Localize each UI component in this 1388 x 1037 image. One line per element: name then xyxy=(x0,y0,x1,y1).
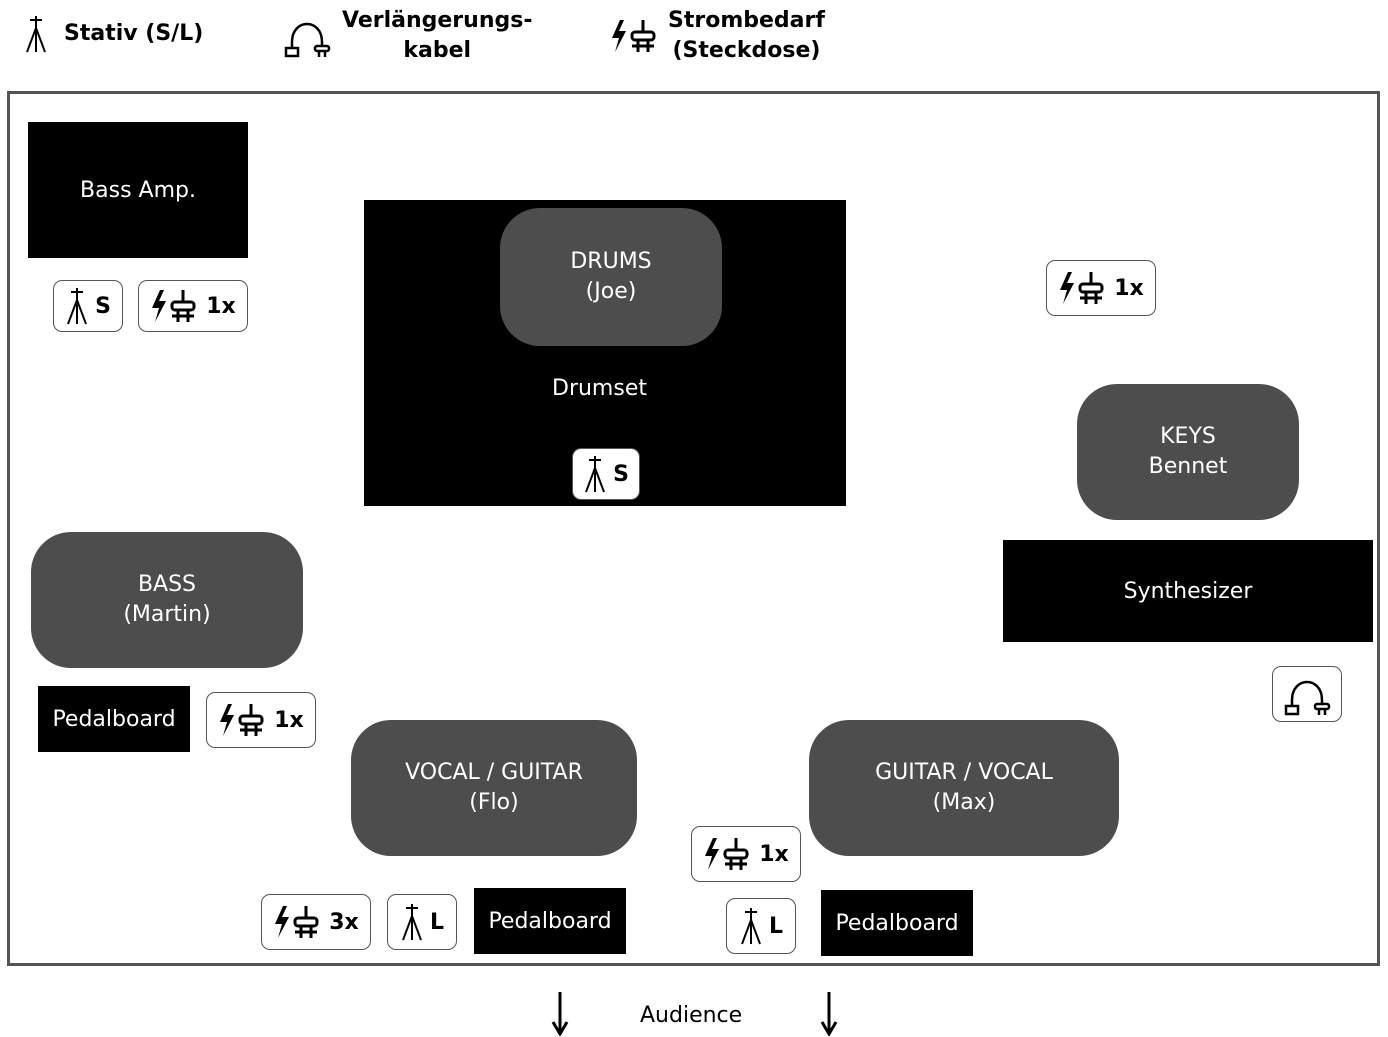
musician-drums: DRUMS (Joe) xyxy=(500,208,722,346)
pedalboard-flo: Pedalboard xyxy=(474,888,626,954)
stand-size-label: L xyxy=(768,913,784,939)
musician-name: Bennet xyxy=(1148,454,1228,479)
pedalboard-label: Pedalboard xyxy=(835,910,959,936)
legend-stand: Stativ (S/L) xyxy=(24,14,203,54)
power-count-label: 1x xyxy=(274,707,304,733)
extension-cable-icon xyxy=(282,14,332,58)
musician-name: (Martin) xyxy=(123,602,211,627)
arrow-down-icon xyxy=(820,992,838,1036)
stand-size-label: S xyxy=(95,293,111,319)
power-count-label: 1x xyxy=(759,841,789,867)
musician-name: (Joe) xyxy=(585,279,637,304)
extension-badge-keys xyxy=(1272,666,1342,722)
audience-label: Audience xyxy=(640,1003,743,1028)
stage-area: Bass Amp. S 1x DRUMS (Joe) Drumset S 1x … xyxy=(7,91,1380,966)
pedalboard-label: Pedalboard xyxy=(52,706,176,732)
legend-power-label: Strombedarf (Steckdose) xyxy=(668,8,825,63)
legend-extension-cable: Verlängerungs- kabel xyxy=(282,6,532,66)
stand-badge-max: L xyxy=(726,898,796,954)
drumset-label: Drumset xyxy=(552,376,647,401)
musician-name: (Flo) xyxy=(469,790,519,815)
musician-bass: BASS (Martin) xyxy=(31,532,303,668)
power-outlet-icon xyxy=(218,702,268,738)
stand-size-label: S xyxy=(613,461,629,487)
legend-stand-label: Stativ (S/L) xyxy=(64,21,204,46)
musician-role: DRUMS xyxy=(570,249,652,274)
extension-cable-icon xyxy=(1282,672,1332,716)
power-count-label: 1x xyxy=(1114,275,1144,301)
power-outlet-icon xyxy=(703,836,753,872)
musician-name: (Max) xyxy=(932,790,996,815)
musician-role: GUITAR / VOCAL xyxy=(875,760,1053,785)
power-badge-flo: 3x xyxy=(261,894,371,950)
stand-icon xyxy=(24,14,48,54)
power-badge-bass: 1x xyxy=(206,692,316,748)
stand-icon xyxy=(739,906,763,946)
musician-keys: KEYS Bennet xyxy=(1077,384,1299,520)
power-badge-bass-amp: 1x xyxy=(138,280,248,332)
stand-icon xyxy=(400,902,424,942)
musician-guitar-vocal: GUITAR / VOCAL (Max) xyxy=(809,720,1119,856)
power-badge-max: 1x xyxy=(691,826,801,882)
musician-role: BASS xyxy=(137,572,197,597)
power-outlet-icon xyxy=(150,288,200,324)
pedalboard-label: Pedalboard xyxy=(488,908,612,934)
stand-badge-bass-amp: S xyxy=(53,280,123,332)
stand-icon xyxy=(65,286,89,326)
pedalboard-max: Pedalboard xyxy=(821,890,973,956)
musician-vocal-guitar: VOCAL / GUITAR (Flo) xyxy=(351,720,637,856)
bass-amp-label: Bass Amp. xyxy=(80,177,196,203)
synthesizer: Synthesizer xyxy=(1003,540,1373,642)
power-count-label: 3x xyxy=(329,909,359,935)
power-outlet-icon xyxy=(1058,270,1108,306)
stand-badge-drums: S xyxy=(572,448,640,500)
power-count-label: 1x xyxy=(206,293,236,319)
stand-icon xyxy=(583,454,607,494)
arrow-down-icon xyxy=(551,992,569,1036)
musician-role: VOCAL / GUITAR xyxy=(405,760,583,785)
stand-size-label: L xyxy=(429,909,445,935)
power-outlet-icon xyxy=(273,904,323,940)
power-outlet-icon xyxy=(610,18,660,54)
power-badge-keys: 1x xyxy=(1046,260,1156,316)
bass-amp: Bass Amp. xyxy=(28,122,248,258)
musician-role: KEYS xyxy=(1160,424,1216,449)
pedalboard-bass: Pedalboard xyxy=(38,686,190,752)
legend-power: Strombedarf (Steckdose) xyxy=(610,6,825,66)
synthesizer-label: Synthesizer xyxy=(1123,578,1253,604)
legend-extension-label: Verlängerungs- kabel xyxy=(342,8,533,63)
stand-badge-flo: L xyxy=(387,894,457,950)
